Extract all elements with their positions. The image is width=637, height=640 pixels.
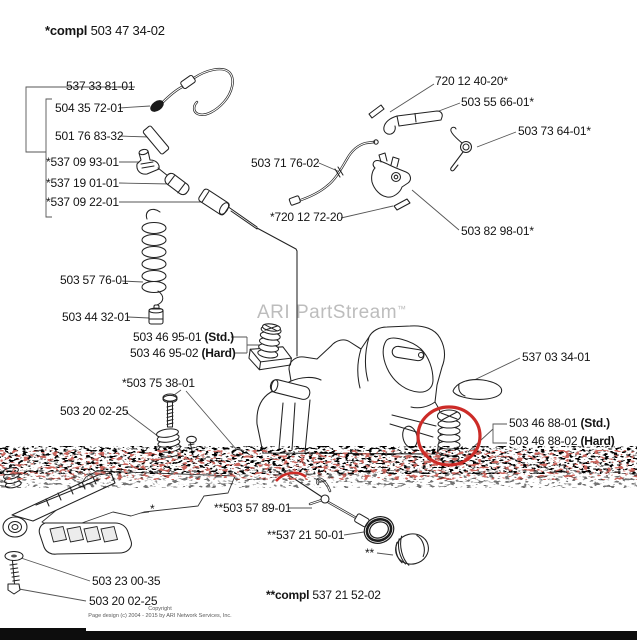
part-label-503-73-64-01[interactable]: 503 73 64-01*	[518, 124, 591, 138]
red-arc-annotation	[275, 471, 307, 482]
bottom-screw-drawing	[7, 560, 21, 595]
part-label-503-46-95-02[interactable]: 503 46 95-02 (Hard)	[130, 346, 236, 360]
part-label-503-75-38-01[interactable]: *503 75 38-01	[122, 376, 195, 390]
elbow-connector-drawing	[136, 148, 169, 177]
fuel-tank-housing-drawing	[256, 325, 445, 455]
footer-bar	[0, 631, 637, 640]
fuel-hose-assembly-drawing	[136, 67, 234, 216]
leader-lines	[18, 83, 521, 602]
diagram-title: *compl 503 47 34-02	[45, 23, 165, 38]
part-label-503-46-88-02[interactable]: 503 46 88-02 (Hard)	[509, 434, 615, 448]
part-label-503-46-95-01[interactable]: 503 46 95-01 (Std.)	[133, 330, 234, 344]
footer-bar-stub	[0, 628, 86, 633]
part-label-503-57-89-01[interactable]: **503 57 89-01	[214, 501, 292, 515]
trademark-symbol: ™	[397, 304, 407, 314]
part-label-503-44-32-01[interactable]: 503 44 32-01	[62, 310, 131, 324]
part-label-501-76-83-32[interactable]: 501 76 83-32	[55, 129, 124, 143]
o-ring-drawing	[363, 516, 395, 544]
cable-end-cylinder-drawing	[198, 188, 230, 216]
throttle-lockout-drawing	[383, 110, 443, 135]
vibration-spring-std-drawing	[248, 323, 292, 371]
scan-noise-band	[0, 446, 637, 488]
part-label-537-09-22-01[interactable]: *537 09 22-01	[46, 195, 119, 209]
handle-grip-drawing	[452, 379, 503, 400]
part-label-fuel-cap-ref[interactable]: **	[365, 546, 374, 560]
copyright-line1: Copyright	[148, 606, 172, 612]
inline-filter-drawing	[164, 172, 190, 196]
part-label-asterisk-ref[interactable]: *	[150, 502, 155, 516]
red-circle-annotation	[416, 405, 482, 467]
part-label-504-35-72-01[interactable]: 504 35 72-01	[55, 101, 124, 115]
part-label-537-09-93-01[interactable]: *537 09 93-01	[46, 155, 119, 169]
washer-drawing	[4, 550, 24, 562]
copyright-notice: Copyright Page design (c) 2004 - 2015 by…	[60, 606, 260, 621]
part-label-537-21-50-01[interactable]: **537 21 50-01	[267, 528, 345, 542]
part-label-720-12-72-20[interactable]: *720 12 72-20	[270, 210, 343, 224]
part-label-compl-537-21-52-02[interactable]: **compl 537 21 52-02	[266, 588, 381, 602]
screw-drawing-upper	[162, 393, 178, 428]
part-label-537-33-81-01[interactable]: 537 33 81-01	[66, 79, 135, 93]
part-label-720-12-40-20[interactable]: 720 12 40-20*	[435, 74, 508, 88]
trigger-parts-drawing	[288, 104, 473, 211]
coil-spring-drawing	[141, 208, 167, 306]
copyright-line2: Page design (c) 2004 - 2015 by ARI Netwo…	[88, 613, 232, 620]
lever-block-drawing	[38, 522, 132, 555]
part-label-503-20-02-25-lower[interactable]: 503 20 02-25	[89, 594, 158, 608]
part-label-537-19-01-01[interactable]: *537 19 01-01	[46, 176, 119, 190]
part-label-503-46-88-01[interactable]: 503 46 88-01 (Std.)	[509, 416, 610, 430]
part-label-503-57-76-01[interactable]: 503 57 76-01	[60, 273, 129, 287]
part-label-537-03-34-01[interactable]: 537 03 34-01	[522, 350, 591, 364]
part-label-503-55-66-01[interactable]: 503 55 66-01*	[461, 95, 534, 109]
throttle-cable-run	[226, 205, 298, 357]
part-label-503-23-00-35[interactable]: 503 23 00-35	[92, 574, 161, 588]
part-label-503-82-98-01[interactable]: 503 82 98-01*	[461, 224, 534, 238]
fuel-cap-drawing	[395, 533, 429, 566]
part-label-503-71-76-02[interactable]: 503 71 76-02	[251, 156, 320, 170]
throttle-trigger-drawing	[371, 152, 411, 198]
torsion-spring-drawing	[450, 126, 473, 172]
trigger-pin-drawing	[393, 198, 411, 211]
part-label-503-20-02-25-upper[interactable]: 503 20 02-25	[60, 404, 129, 418]
pivot-pin-drawing	[368, 104, 385, 119]
throttle-wire-drawing	[288, 139, 379, 206]
damper-plug-drawing	[148, 304, 164, 325]
watermark: ARI PartStream™	[257, 302, 407, 323]
